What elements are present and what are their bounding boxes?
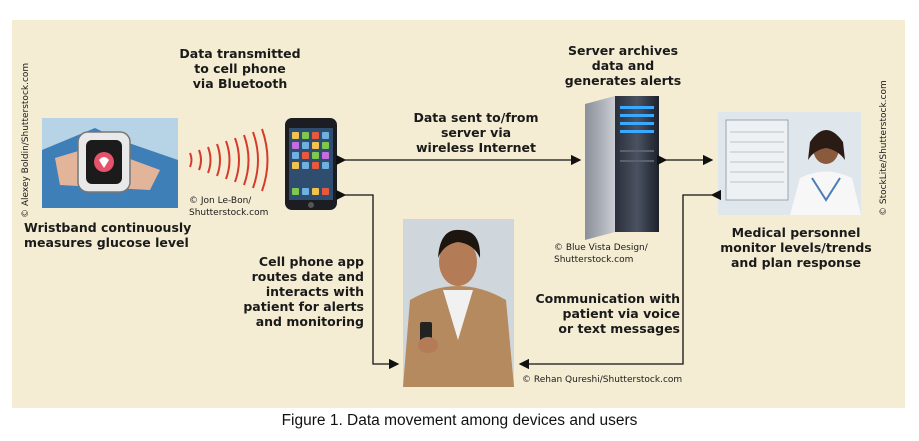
figure-caption: Figure 1. Data movement among devices an… — [281, 412, 638, 429]
bluetooth-label: Data transmitted to cell phone via Bluet… — [179, 46, 301, 91]
internet-label: Data sent to/from server via wireless In… — [413, 110, 539, 155]
medical-vertical-credit: © StockLite/Shutterstock.com — [879, 80, 889, 216]
app-label: Cell phone app routes date and interacts… — [243, 254, 364, 329]
wristband-label: Wristband continuously measures glucose … — [24, 220, 192, 250]
arrows — [335, 154, 722, 370]
medical-label: Medical personnel monitor levels/trends … — [720, 225, 872, 270]
server-credit: © Blue Vista Design/ Shutterstock.com — [554, 243, 648, 265]
server-label: Server archives data and generates alert… — [564, 43, 682, 88]
patient-photo — [403, 219, 514, 387]
arrow-medical-patient — [518, 189, 722, 370]
arrow-phone-patient — [335, 189, 400, 370]
server-tower — [585, 96, 659, 240]
smartphone — [285, 118, 337, 210]
communication-label: Communication with patient via voice or … — [535, 291, 680, 336]
wristband-photo — [42, 118, 178, 208]
patient-credit: © Rehan Qureshi/Shutterstock.com — [522, 375, 683, 385]
wristband-vertical-credit: © Alexey Boldin/Shutterstock.com — [21, 62, 31, 218]
phone-credit: © Jon Le-Bon/ Shutterstock.com — [189, 196, 269, 218]
medical-personnel-photo — [718, 112, 861, 215]
bluetooth-signal — [189, 128, 269, 192]
